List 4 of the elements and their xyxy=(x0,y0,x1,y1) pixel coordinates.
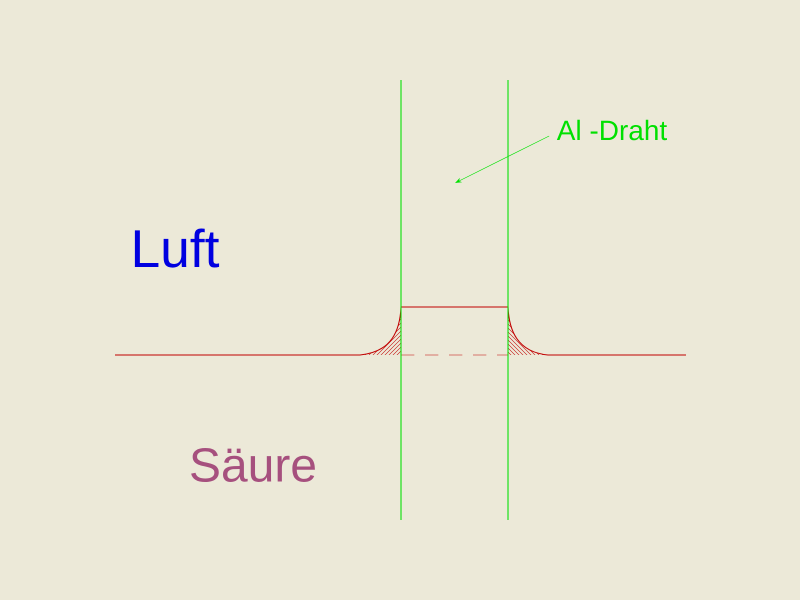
wire-drawing xyxy=(400,80,509,520)
wire-label: Al -Draht xyxy=(556,120,667,140)
region-label: Luft xyxy=(134,228,220,268)
region-label: Säure xyxy=(191,448,315,482)
